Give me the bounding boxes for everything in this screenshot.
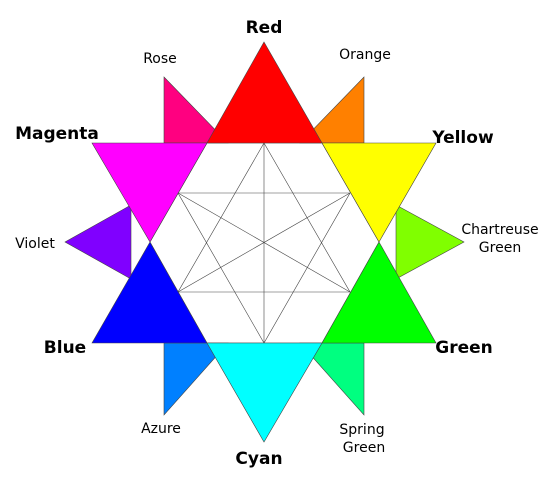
yellow-triangle [321, 142, 437, 243]
red-label: Red [246, 18, 283, 38]
violet-wedge [64, 204, 132, 280]
green-label: Green [435, 338, 493, 358]
diagonal-axis-line-2 [177, 192, 351, 293]
chartreuse-label-line2: Green [479, 240, 521, 256]
violet-label: Violet [15, 236, 55, 252]
azure-label: Azure [141, 421, 181, 437]
green-triangle [321, 241, 437, 344]
magenta-label: Magenta [15, 124, 99, 144]
inner-star-lines [177, 142, 351, 344]
magenta-triangle [91, 142, 208, 243]
red-triangle [206, 41, 323, 144]
blue-triangle [91, 241, 208, 344]
rose-label: Rose [143, 51, 177, 67]
cyan-triangle [206, 342, 323, 443]
spring-label-line1: Spring [339, 422, 384, 438]
spring-label-line2: Green [343, 440, 385, 456]
orange-label: Orange [339, 47, 391, 63]
chartreuse-label-line1: Chartreuse [461, 222, 538, 238]
chartreuse-green-wedge [395, 204, 465, 280]
cyan-label: Cyan [235, 449, 282, 469]
blue-label: Blue [44, 338, 86, 358]
yellow-label: Yellow [431, 128, 494, 148]
